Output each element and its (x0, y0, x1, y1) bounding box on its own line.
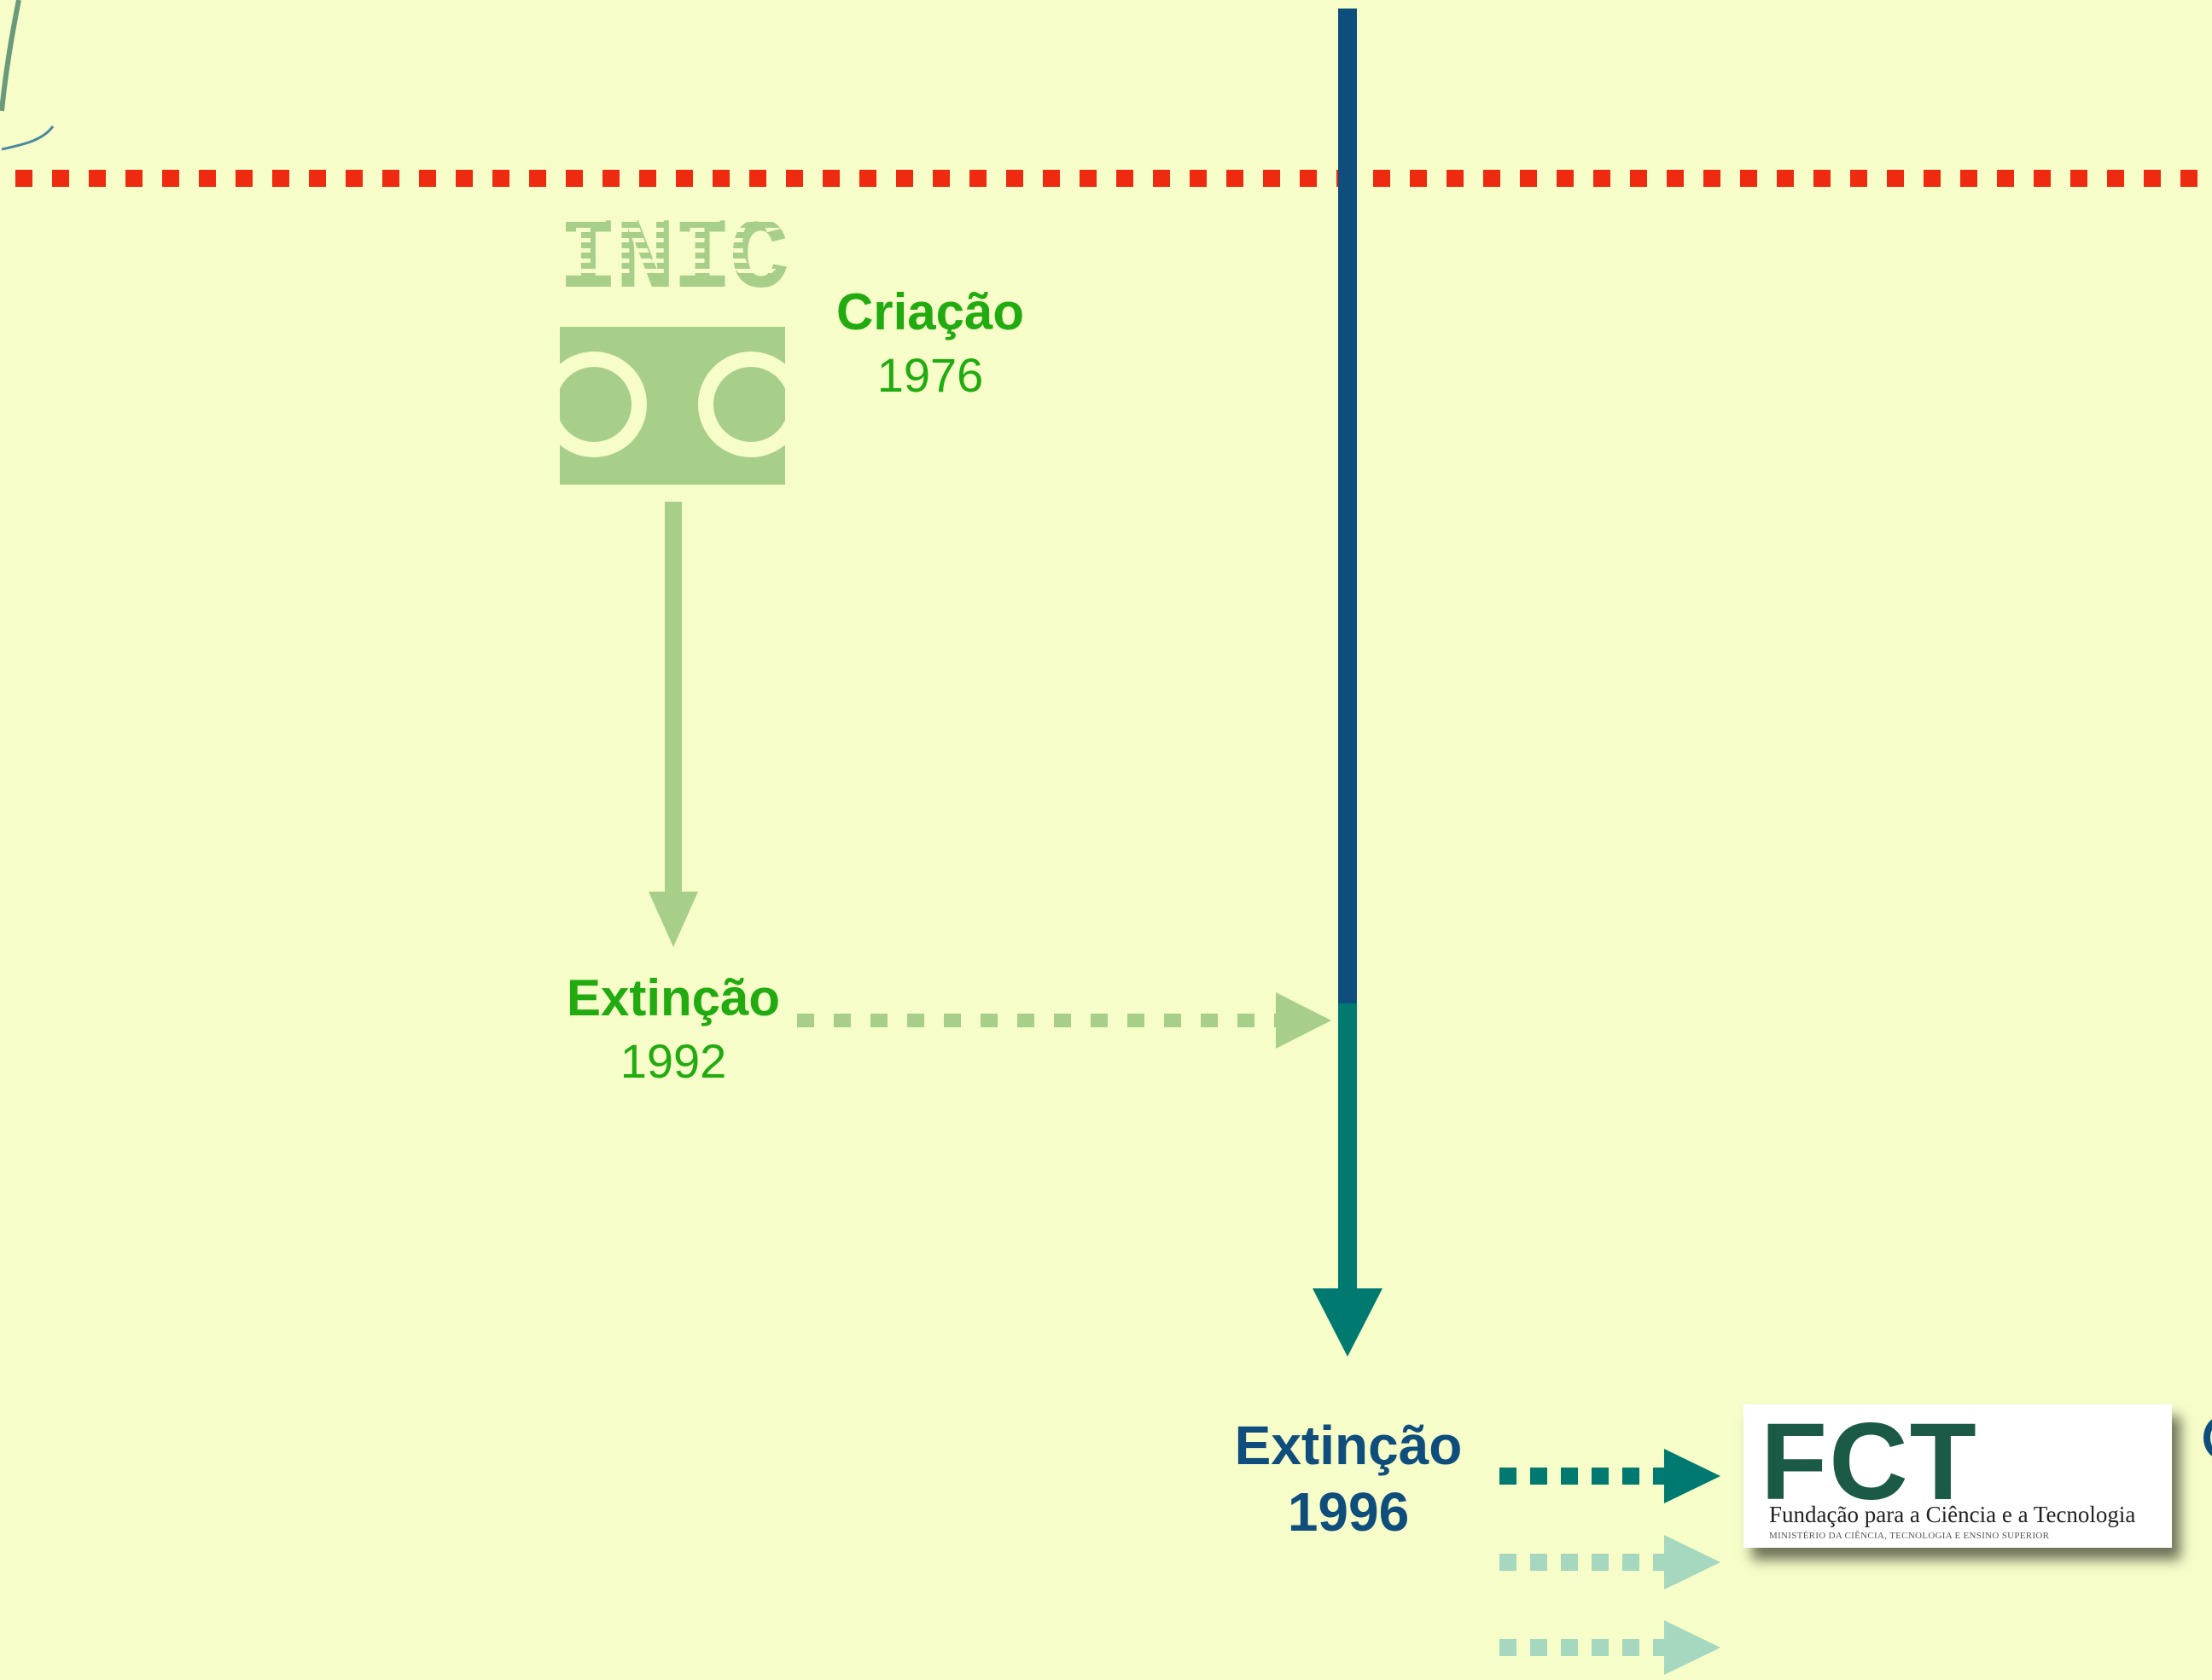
inic-creation-title: Criação (835, 283, 1025, 340)
inic-emblem (509, 299, 836, 502)
inic-creation-label: Criação 1976 (819, 287, 1041, 399)
inic-dotted-arrowhead (1276, 992, 1331, 1049)
inic-extinction-year: 1992 (620, 1034, 727, 1088)
main-down-arrowhead (1313, 1288, 1382, 1357)
inic-logo-shadow: INIC (558, 211, 789, 311)
inic-creation-year: 1976 (876, 348, 984, 402)
main-extinction-year: 1996 (1287, 1481, 1410, 1543)
fct-dotted-arrowhead (1664, 1449, 1720, 1503)
pale-dotted-arrowhead-2 (1664, 1620, 1720, 1675)
inic-extinction-title: Extinção (566, 969, 781, 1026)
main-extinction-title: Extinção (1234, 1415, 1463, 1476)
fct-ministry-text: MINISTÉRIO DA CIÊNCIA, TECNOLOGIA E ENSI… (1769, 1531, 2050, 1541)
inic-logo-text: INIC (553, 195, 784, 308)
inic-extinction-label: Extinção 1992 (545, 973, 801, 1085)
main-extinction-label: Extinção 1996 (1212, 1418, 1485, 1539)
plant-stem-decoration (0, 0, 55, 151)
fct-name-text: Fundação para a Ciência e a Tecnologia (1769, 1502, 2136, 1527)
pale-dotted-arrowhead-1 (1664, 1535, 1720, 1590)
fct-logo-mark: FCT (1761, 1401, 1978, 1523)
inic-down-arrowhead (649, 892, 698, 947)
clipped-right-edge-glyph (2203, 1416, 2212, 1468)
fct-logo-card: FCT Fundação para a Ciência e a Tecnolog… (1743, 1404, 2172, 1548)
